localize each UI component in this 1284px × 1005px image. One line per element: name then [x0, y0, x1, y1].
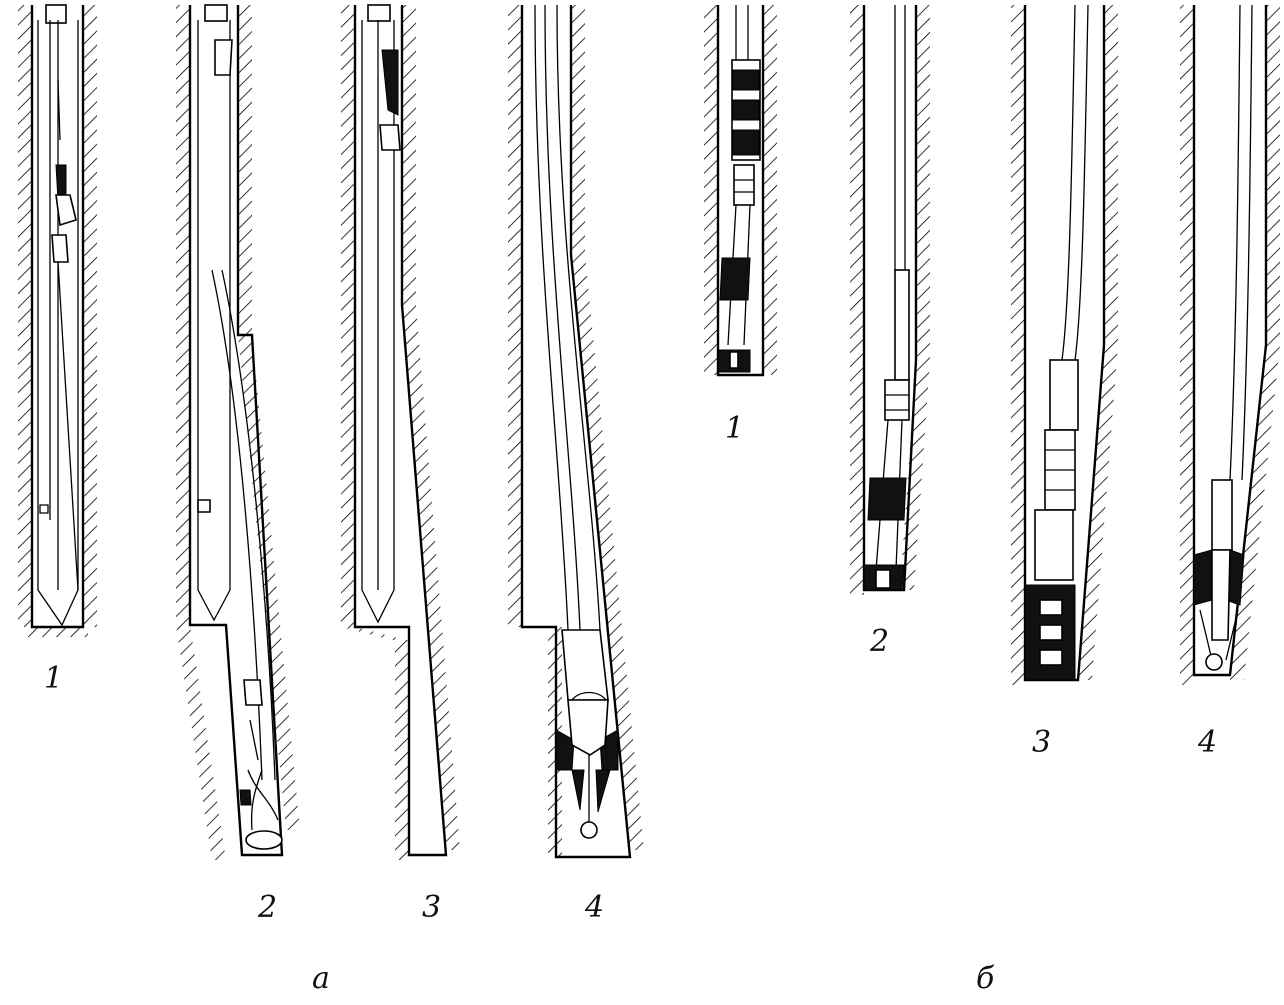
well-a1	[18, 4, 97, 637]
label-group-a: а	[312, 961, 330, 996]
label-a3: 3	[422, 890, 441, 925]
label-a2: 2	[257, 890, 277, 925]
label-b4: 4	[1197, 725, 1217, 760]
label-b2: 2	[869, 624, 889, 659]
label-b1: 1	[725, 411, 744, 446]
well-b4	[1180, 4, 1280, 685]
well-a4	[508, 4, 644, 859]
well-a2	[176, 4, 300, 860]
well-b2	[850, 5, 930, 595]
label-b3: 3	[1032, 725, 1051, 760]
label-group-b: б	[976, 961, 995, 996]
label-a1: 1	[44, 661, 63, 696]
label-a4: 4	[584, 890, 604, 925]
well-b1	[704, 5, 777, 377]
well-a3	[341, 4, 460, 860]
well-b3	[1011, 4, 1118, 685]
